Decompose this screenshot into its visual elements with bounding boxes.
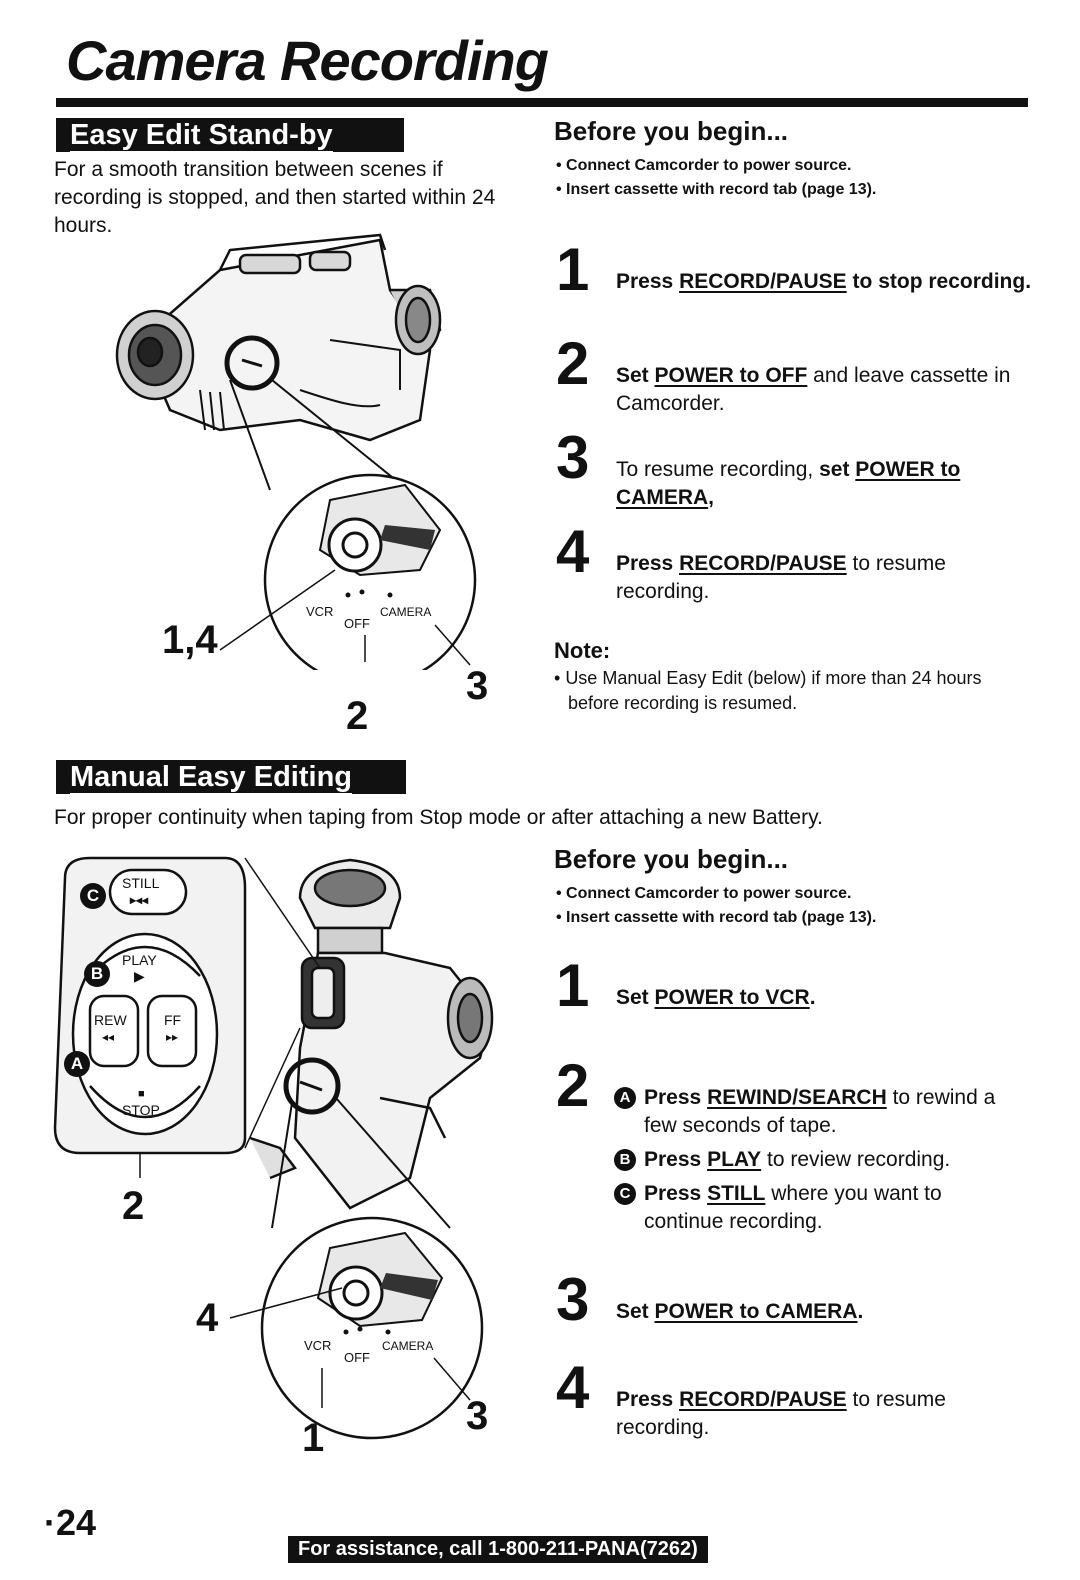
assistance-banner: For assistance, call 1-800-211-PANA(7262…: [288, 1536, 708, 1563]
step-number: 4: [556, 518, 590, 585]
step-text: Press RECORD/PAUSE to stop recording.: [616, 270, 1032, 293]
marker-a-icon: A: [64, 1048, 90, 1077]
callout-1: 1: [302, 1416, 325, 1460]
callout-3: 3: [466, 664, 489, 708]
dial-label-camera: CAMERA: [382, 1339, 433, 1353]
marker-c-icon: C: [80, 880, 106, 909]
step-number: 1: [556, 952, 590, 1019]
callout-2: 2: [122, 1184, 145, 1228]
rewind-icon: ◂◂: [102, 1030, 115, 1044]
dial-label-vcr: VCR: [306, 604, 333, 619]
before-you-begin-title: Before you begin...: [554, 116, 789, 146]
power-switch-highlight: [224, 335, 280, 391]
title-rule: [56, 98, 1028, 107]
step-text: Set POWER to VCR.: [616, 986, 816, 1009]
still-button[interactable]: STILL: [122, 875, 160, 891]
dial-label-camera: CAMERA: [380, 605, 431, 619]
note-title: Note:: [554, 638, 611, 663]
marker-b-icon: B: [84, 958, 110, 987]
easy-edit-header: Easy Edit Stand-by: [56, 118, 404, 154]
camcorder-illustration-bottom: VCR OFF CAMERA: [53, 856, 494, 1440]
easy-edit-intro: For a smooth transition between scenes i…: [54, 158, 496, 237]
dial-label-vcr: VCR: [304, 1338, 331, 1353]
before-you-begin-list: Connect Camcorder to power source. Inser…: [556, 154, 1036, 202]
step-number: 4: [556, 1354, 590, 1421]
manual-edit-header: Manual Easy Editing: [56, 760, 406, 796]
step-text: Press RECORD/PAUSE to resume recording.: [616, 552, 946, 603]
dial-label-off: OFF: [344, 616, 370, 631]
play-icon: ▶: [134, 968, 145, 984]
marker-b-icon: B: [614, 1149, 636, 1171]
step-number: 3: [556, 1266, 590, 1333]
step-number: 2: [556, 1052, 590, 1119]
before-item: Connect Camcorder to power source.: [556, 882, 1036, 906]
stop-icon: ■: [138, 1088, 145, 1100]
fast-forward-icon: ▸▸: [166, 1030, 179, 1044]
ff-button[interactable]: FF: [164, 1012, 182, 1028]
step-text: Set POWER to OFF and leave cassette in C…: [616, 364, 1011, 415]
stop-button[interactable]: STOP: [122, 1102, 160, 1118]
step-number: 2: [556, 330, 590, 397]
before-you-begin-list: Connect Camcorder to power source. Inser…: [556, 882, 1036, 930]
marker-c-icon: C: [614, 1183, 636, 1205]
callout-3: 3: [466, 1394, 489, 1438]
page-number: ·24: [44, 1502, 97, 1543]
camcorder-illustration-top: VCR OFF CAMERA: [115, 233, 477, 670]
dial-label-off: OFF: [344, 1350, 370, 1365]
step-number: 1: [556, 236, 590, 303]
step-number: 3: [556, 424, 590, 491]
manual-edit-intro: For proper continuity when taping from S…: [54, 806, 823, 829]
step-text: To resume recording, set POWER to CAMERA…: [616, 458, 961, 509]
before-item: Connect Camcorder to power source.: [556, 154, 1036, 178]
callout-2: 2: [346, 694, 369, 738]
page-title: Camera Recording: [66, 29, 549, 92]
before-item: Insert cassette with record tab (page 13…: [556, 906, 1036, 930]
rew-button[interactable]: REW: [94, 1012, 127, 1028]
still-icon: ▸◂◂: [130, 893, 149, 907]
callout-4: 4: [196, 1296, 219, 1340]
note-text: • Use Manual Easy Edit (below) if more t…: [554, 668, 982, 713]
step-text: Press RECORD/PAUSE to resume recording.: [616, 1388, 946, 1439]
before-you-begin-title: Before you begin...: [554, 844, 789, 874]
callout-1-4: 1,4: [162, 618, 218, 662]
power-switch-highlight: [283, 1057, 341, 1115]
marker-a-icon: A: [614, 1087, 636, 1109]
before-item: Insert cassette with record tab (page 13…: [556, 178, 1036, 202]
step-text: Set POWER to CAMERA.: [616, 1300, 864, 1323]
play-button[interactable]: PLAY: [122, 952, 157, 968]
